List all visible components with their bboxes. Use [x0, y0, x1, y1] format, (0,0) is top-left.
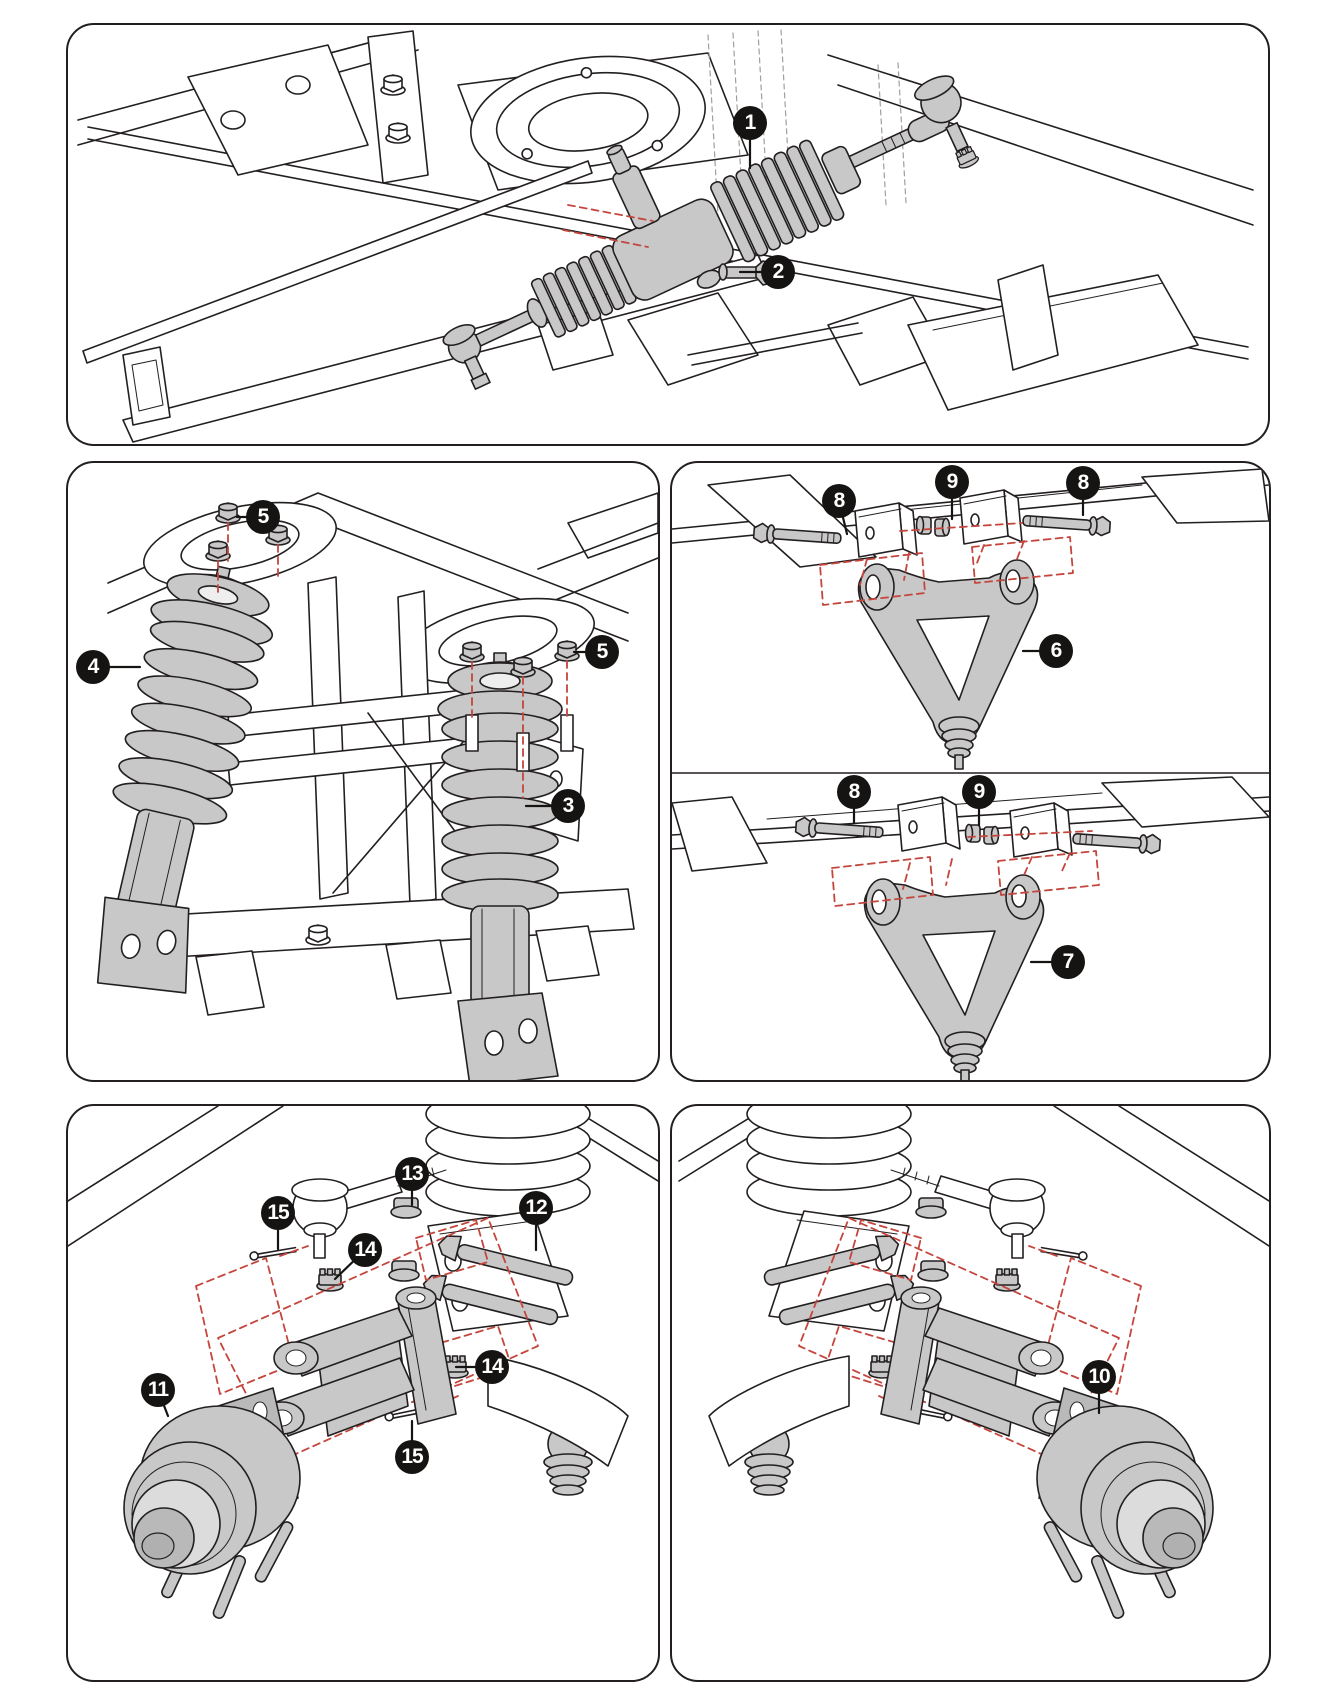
callout-4: 4	[76, 650, 110, 684]
callout-9: 9	[962, 775, 996, 809]
callout-8: 8	[1066, 466, 1100, 500]
callout-7: 7	[1051, 945, 1085, 979]
arm-pivot-bolt	[1021, 510, 1112, 537]
upper-control-arm	[863, 874, 1045, 1080]
callout-8: 8	[837, 775, 871, 809]
panel-knuckle-hub-right	[670, 1104, 1271, 1682]
strut-nuts-washers	[388, 1197, 422, 1282]
panel-knuckle-hub-left	[66, 1104, 660, 1682]
callout-2: 2	[761, 255, 795, 289]
coil-spring	[425, 1106, 591, 1217]
upper-control-arm	[857, 559, 1039, 770]
steering-rack-art	[77, 29, 1254, 443]
callout-6: 6	[1039, 634, 1073, 668]
panel-subframe-struts	[66, 461, 660, 1082]
control-arms-art	[672, 468, 1269, 1080]
mirrored-knuckle-art	[679, 1106, 1269, 1620]
knuckle-hub-right-art	[672, 1106, 1269, 1680]
callout-3: 3	[551, 789, 585, 823]
lower-arm-ghost	[487, 1355, 629, 1467]
arm-pivot-bolt	[1071, 828, 1162, 855]
crossmember-pocket	[470, 55, 706, 185]
upper-arm-view-bottom	[672, 776, 1269, 1080]
callout-14: 14	[475, 1350, 509, 1384]
wheel-hub	[123, 1405, 301, 1619]
cotter-pin	[248, 1246, 298, 1262]
pinion-input-shaft	[606, 144, 661, 230]
callout-13: 13	[395, 1157, 429, 1191]
callout-12: 12	[519, 1191, 553, 1225]
callout-10: 10	[1082, 1360, 1116, 1394]
callout-11: 11	[141, 1373, 175, 1407]
chassis-frame	[77, 29, 1254, 443]
rack-boot-right	[710, 139, 845, 263]
upper-arm-view-top	[672, 468, 1269, 770]
rack-boot-left	[530, 244, 637, 338]
callout-15: 15	[395, 1440, 429, 1474]
callout-5: 5	[585, 635, 619, 669]
panel-steering-rack	[66, 23, 1270, 446]
subframe-struts-art	[68, 492, 658, 1080]
callout-14: 14	[348, 1233, 382, 1267]
callout-5: 5	[246, 500, 280, 534]
tie-rod-end-right	[907, 75, 981, 171]
strut-right	[437, 652, 574, 1080]
panel-control-arms	[670, 461, 1271, 1082]
callout-9: 9	[935, 465, 969, 499]
callout-8: 8	[822, 484, 856, 518]
callout-1: 1	[733, 106, 767, 140]
steering-rack-assembly	[442, 75, 981, 390]
knuckle-hub-left-art	[68, 1106, 658, 1619]
callout-15: 15	[261, 1196, 295, 1230]
